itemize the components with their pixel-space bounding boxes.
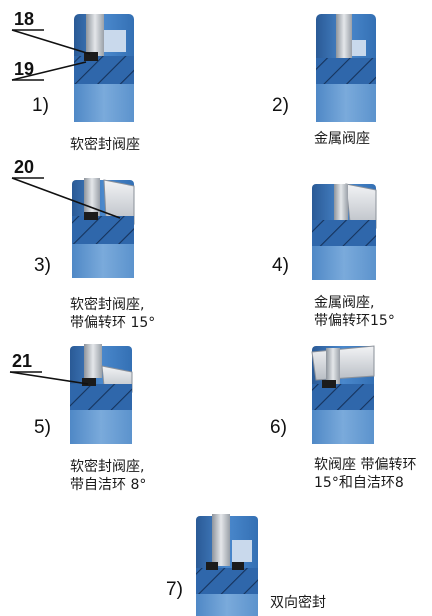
variant-5-number: 5) (34, 417, 51, 438)
caption-line: 带自洁环 8° (70, 477, 147, 493)
hatched-seat (74, 56, 134, 84)
hatched-seat (316, 58, 376, 84)
lower-body (312, 410, 374, 444)
disc-stem (212, 514, 230, 566)
caption-line: 软密封阀座, (70, 459, 145, 475)
lower-body (316, 84, 376, 122)
seat-recess (104, 30, 126, 52)
variant-6-caption: 软阀座 带偏转环 15°和自洁环8 (314, 456, 416, 492)
variant-2-caption: 金属阀座 (314, 130, 370, 148)
caption-line: 双向密封 (270, 595, 326, 611)
variant-2-number: 2) (272, 95, 289, 116)
deflector-ring (311, 345, 375, 381)
soft-seal (82, 378, 96, 386)
lower-body (74, 84, 134, 122)
variant-1-caption: 软密封阀座 (70, 136, 140, 154)
disc-stem (334, 184, 348, 224)
variant-4-drawing (312, 183, 377, 280)
variant-4-caption: 金属阀座, 带偏转环15° (314, 294, 395, 330)
disc-stem (84, 178, 100, 218)
soft-seal-lower (232, 562, 244, 570)
caption-line: 15°和自洁环8 (314, 475, 404, 491)
soft-seal-upper (206, 562, 218, 570)
disc-stem (326, 348, 340, 384)
caption-line: 软密封阀座 (70, 137, 140, 153)
lower-body (70, 410, 132, 444)
variant-7-drawing (196, 514, 258, 616)
metal-seat-ring (352, 40, 366, 56)
variant-6-drawing (311, 345, 375, 444)
soft-seal (322, 380, 336, 388)
callout-18: 18 (14, 9, 35, 29)
callout-20: 20 (14, 157, 35, 177)
variant-3-drawing (11, 177, 135, 278)
lower-body (196, 594, 258, 616)
leader-18 (11, 29, 91, 55)
lower-body (312, 246, 376, 280)
caption-line: 软密封阀座, (70, 297, 145, 313)
variant-4-number: 4) (272, 255, 289, 276)
variant-3-number: 3) (34, 255, 51, 276)
hatched-seat (312, 384, 374, 410)
leader-20 (11, 177, 121, 219)
hatched-seat (312, 220, 376, 246)
variant-1-number: 1) (32, 95, 49, 116)
hatched-seat (70, 384, 132, 410)
lower-body (72, 244, 134, 278)
soft-seal (84, 52, 98, 61)
variant-7-number: 7) (166, 579, 183, 600)
caption-line: 金属阀座 (314, 131, 370, 147)
leader-19 (11, 61, 87, 81)
seat-recess (232, 540, 252, 562)
hatched-seat (72, 216, 134, 244)
caption-line: 带偏转环 15° (70, 315, 156, 331)
caption-line: 金属阀座, (314, 295, 375, 311)
disc-stem (86, 14, 104, 58)
variant-5-drawing (9, 344, 133, 444)
variant-2-drawing (316, 14, 376, 122)
variant-3-caption: 软密封阀座, 带偏转环 15° (70, 296, 155, 332)
caption-line: 软阀座 带偏转环 (314, 457, 417, 473)
variant-5-caption: 软密封阀座, 带自洁环 8° (70, 458, 146, 494)
disc-stem (84, 344, 102, 378)
soft-seal (84, 212, 98, 220)
hatched-seat (196, 568, 258, 594)
leader-21 (9, 371, 89, 385)
disc-stem (336, 14, 352, 64)
callout-19: 19 (14, 59, 35, 79)
callout-21: 21 (12, 351, 33, 371)
variant-7-caption: 双向密封 (270, 594, 326, 612)
caption-line: 带偏转环15° (314, 313, 395, 329)
variant-6-number: 6) (270, 417, 287, 438)
variant-1-drawing (11, 14, 134, 122)
